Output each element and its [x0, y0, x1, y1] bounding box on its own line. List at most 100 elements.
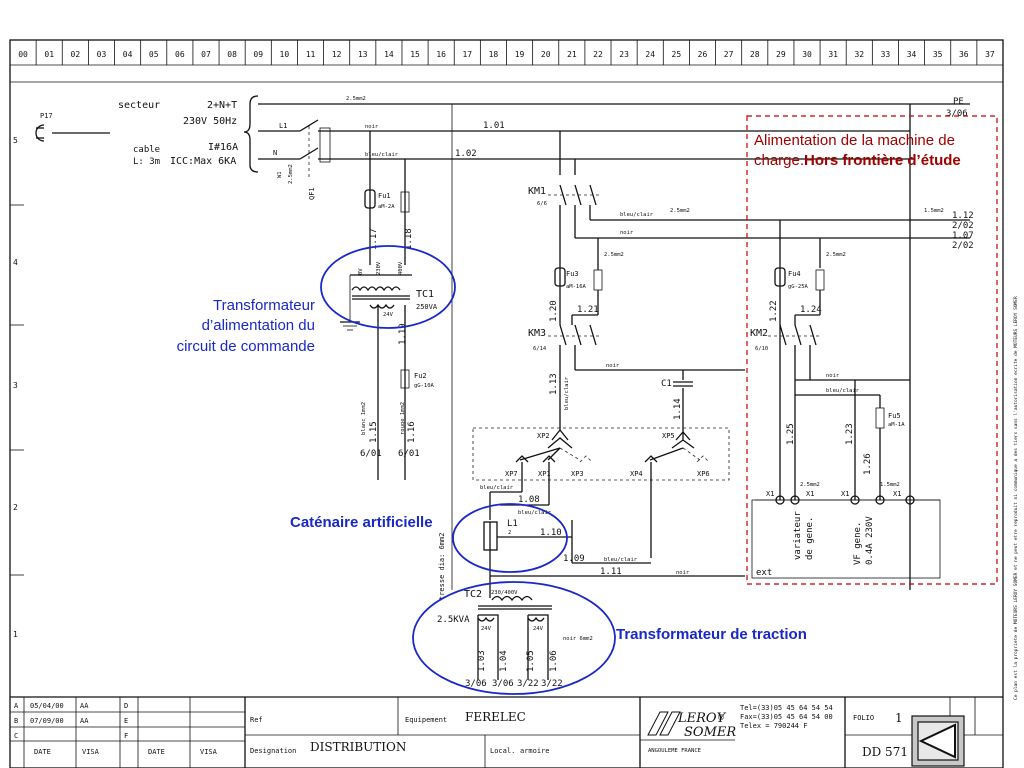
fu1-label: Fu1 — [378, 192, 391, 200]
out-of-scope-boundary — [746, 115, 998, 585]
pe-label: PE — [953, 97, 964, 107]
wire-111: 1.11 — [600, 567, 622, 577]
km3-ref: 6/14 — [533, 346, 547, 352]
doc-number: DD 571 — [862, 745, 908, 759]
column-label: 02 — [71, 50, 81, 59]
fuse-fu2 — [400, 369, 410, 389]
bleu-clair-label-2: bleu/clair — [620, 212, 654, 218]
xp4-label: XP4 — [630, 470, 643, 478]
column-label: 01 — [44, 50, 54, 59]
column-label: 09 — [253, 50, 263, 59]
ref-115: 6/01 — [360, 449, 382, 459]
column-label: 37 — [985, 50, 995, 59]
icc-label: ICC:Max 6KA — [170, 156, 236, 167]
fu5-rating: aM-1A — [888, 422, 905, 428]
wire-101: 1.01 — [483, 121, 505, 131]
rev-letter-d: D — [124, 702, 128, 710]
visa-header-1: VISA — [82, 748, 100, 756]
x1-label-4: X1 — [893, 490, 901, 498]
column-label: 08 — [227, 50, 237, 59]
noir-label-2: noir — [620, 230, 634, 236]
wire-125: 1.25 — [786, 423, 796, 445]
control-transformer-section: Fu1 aM-2A 1.17 1.18 0V 230V 400V 24V TC1… — [340, 131, 438, 480]
fu3-rating: aM-16A — [566, 284, 587, 290]
fu4-rating: gG-25A — [788, 284, 809, 290]
column-label: 27 — [724, 50, 734, 59]
fuse-holder — [400, 191, 410, 213]
column-label: 15 — [410, 50, 420, 59]
ref-116: 6/01 — [398, 449, 420, 459]
km2-label: KM2 — [750, 328, 768, 339]
column-label: 11 — [306, 50, 316, 59]
neutral-label: N — [273, 149, 277, 157]
tc1-annotation-line2: d’alimentation du — [202, 317, 315, 334]
column-label: 12 — [332, 50, 342, 59]
ext-label: ext — [756, 568, 772, 578]
local-value: armoire — [520, 747, 550, 755]
tc1-label: TC1 — [416, 289, 434, 300]
fuse-fu4 — [774, 267, 786, 287]
supply-source-label: secteur — [118, 100, 160, 111]
wire-103: 1.03 — [477, 650, 487, 672]
column-label: 06 — [175, 50, 185, 59]
tc1-annotation-line1: Transformateur — [213, 297, 315, 314]
noir-label-3: noir — [606, 363, 620, 369]
leroy-somer-logo: LEROY ® SOMER — [647, 711, 736, 740]
column-label: 25 — [672, 50, 682, 59]
rev-letter-f: F — [124, 732, 128, 740]
bleu-clair-label-7: bleu/clair — [826, 388, 860, 394]
side-note: Ce plan est la propriete de MOTEURS LERO… — [1013, 296, 1019, 700]
ref-106: 3/22 — [541, 679, 563, 689]
column-label: 00 — [18, 50, 28, 59]
column-label: 19 — [515, 50, 525, 59]
xp-connectors: XP2 XP5 XP7 XP1 XP3 XP4 XP6 — [472, 427, 730, 558]
rev-letter-a: A — [14, 702, 19, 710]
date-header-1: DATE — [34, 748, 51, 756]
column-label: 04 — [123, 50, 133, 59]
noir-6mm2-label: noir 6mm2 — [563, 636, 593, 642]
tc2-v2: 24V — [533, 626, 544, 632]
tc2-highlight-ellipse — [412, 581, 616, 695]
bleu-clair-label-5: bleu/clair — [518, 510, 552, 516]
column-label: 03 — [97, 50, 107, 59]
variateur-label: variateur — [793, 511, 803, 560]
machine-annotation-bold: Hors frontière d’étude — [804, 152, 961, 169]
w1-section: 2.5mm2 — [288, 164, 294, 184]
fax-label: Fax=(33)05 45 64 54 00 — [740, 713, 833, 721]
wire-113: 1.13 — [549, 373, 559, 395]
folio-label: FOLIO — [853, 714, 874, 722]
traction-transformer-section: TC2 230/400V 2.5KVA 24V 24V noir 6mm2 1.… — [437, 576, 593, 689]
km1-label: KM1 — [528, 186, 546, 197]
section-label-3: 2.5mm2 — [604, 252, 624, 258]
date-header-2: DATE — [148, 748, 165, 756]
column-label: 18 — [489, 50, 499, 59]
tc2-label: TC2 — [464, 589, 482, 600]
pe-ref: 3/06 — [946, 109, 968, 119]
column-label: 30 — [802, 50, 812, 59]
column-label: 23 — [619, 50, 629, 59]
breaker-label: I#16A — [208, 142, 238, 153]
back-button[interactable] — [911, 715, 965, 767]
x1-label-3: X1 — [841, 490, 849, 498]
wire-124: 1.24 — [800, 305, 822, 315]
bleu-clair-label-3: bleu/clair — [564, 376, 570, 410]
km3-contacts — [548, 290, 745, 430]
cable-length: L: 3m — [133, 157, 160, 167]
fu1-rating: aM-2A — [378, 204, 395, 210]
machine-annotation-line1: Alimentation de la machine de — [754, 132, 955, 149]
triangle-left-icon[interactable] — [918, 723, 956, 759]
fu2-rating: gG-10A — [414, 383, 435, 389]
km2-branch: 2.5mm2 Fu4 gG-25A 1.22 1.24 KM2 6/10 noi… — [750, 220, 941, 579]
fu4-label: Fu4 — [788, 270, 801, 278]
column-label: 32 — [854, 50, 864, 59]
row-label-4: 4 — [13, 258, 18, 267]
fuse-fu5 — [875, 407, 885, 429]
title-block: A 05/04/00 AA B 07/09/00 AA C D E F DATE… — [10, 696, 1003, 768]
fuse-holder-2 — [593, 269, 603, 291]
city-label: ANGOULEME FRANCE — [648, 748, 701, 754]
out-107: 1.07 — [952, 231, 974, 241]
xp2-label: XP2 — [537, 432, 550, 440]
column-label: 35 — [933, 50, 943, 59]
